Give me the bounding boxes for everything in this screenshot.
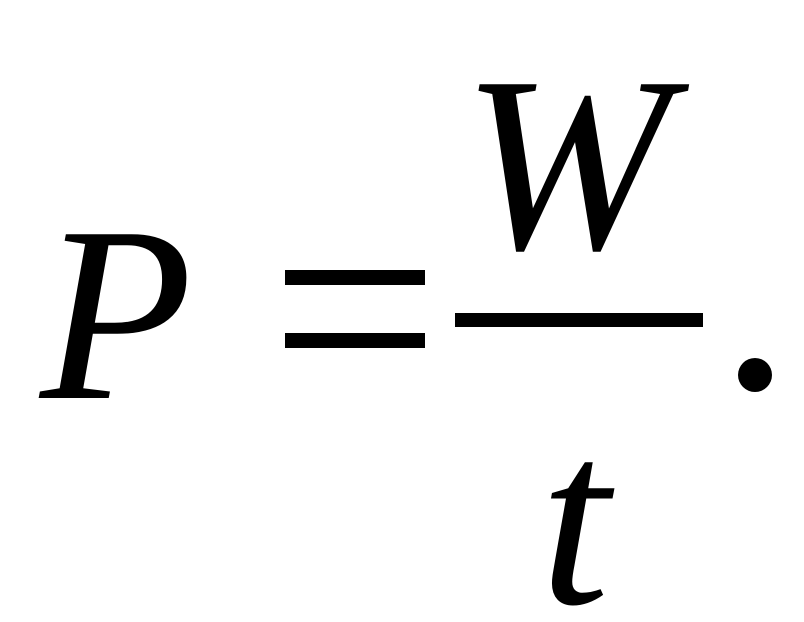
equals-bar-bottom xyxy=(285,333,425,348)
work-variable: W xyxy=(462,26,671,303)
power-variable: P xyxy=(40,176,193,453)
time-variable: t xyxy=(540,381,610,622)
period-mark xyxy=(738,358,772,392)
equals-bar-top xyxy=(285,270,425,285)
fraction-bar xyxy=(455,313,703,327)
equals-sign xyxy=(285,270,425,350)
